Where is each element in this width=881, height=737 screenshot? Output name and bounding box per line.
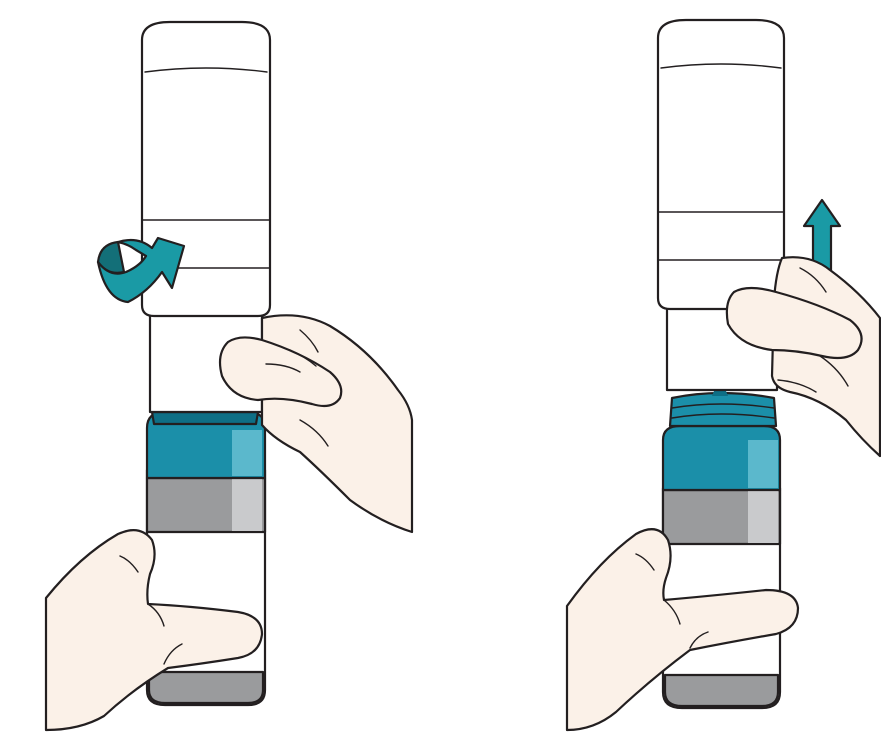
panel-step-lift [565, 18, 881, 732]
left-hand-right-panel [565, 528, 800, 732]
curved-rotate-arrow-icon [96, 236, 186, 304]
right-hand-right-panel [725, 256, 881, 458]
right-hand-left-panel [218, 314, 414, 534]
panel-step-twist [44, 20, 414, 732]
left-hand-left-panel [44, 529, 264, 732]
ink-bottle-lower-right [661, 386, 782, 710]
